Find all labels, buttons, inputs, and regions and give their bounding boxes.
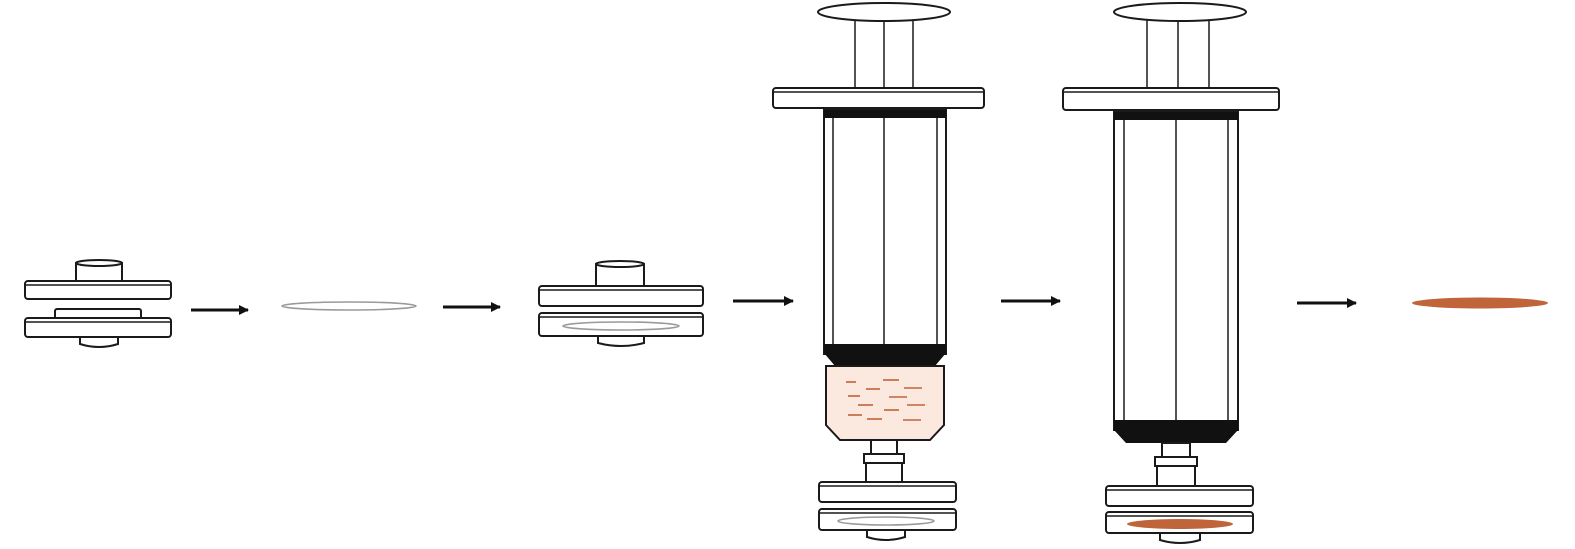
membrane-disc-icon xyxy=(281,301,417,311)
sample-particles xyxy=(846,379,925,421)
filter-holder-closed-icon xyxy=(538,260,704,347)
syringe-empty-icon xyxy=(1062,2,1280,544)
colored-membrane-icon xyxy=(1412,297,1548,309)
syringe-with-sample-icon xyxy=(772,2,985,541)
colored-membrane-in-holder xyxy=(1127,519,1233,529)
filter-holder-open-icon xyxy=(24,259,172,348)
